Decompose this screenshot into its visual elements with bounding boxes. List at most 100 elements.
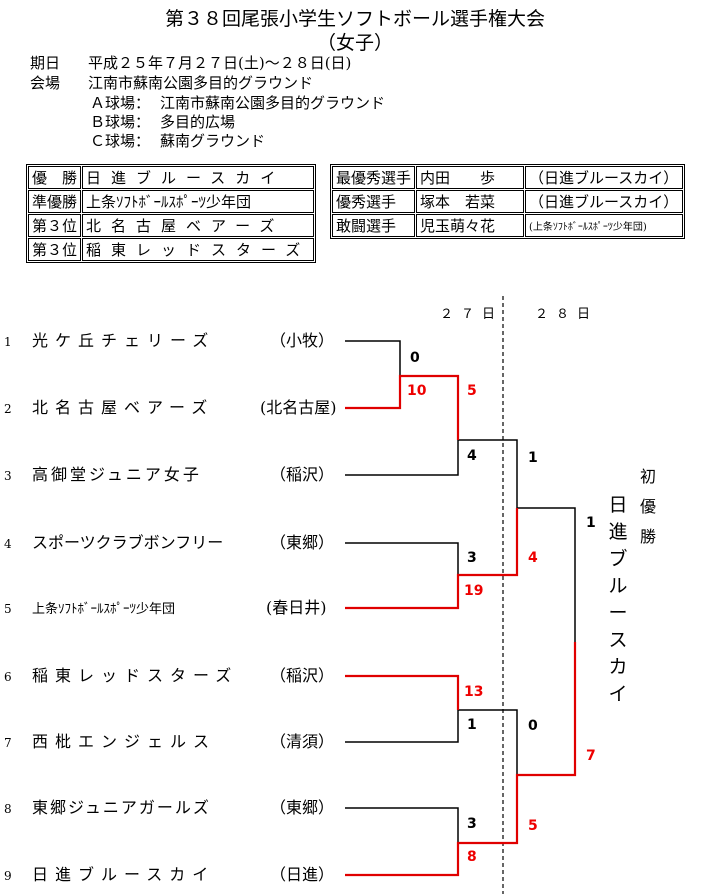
team-name: 上条ｿﾌﾄﾎﾞｰﾙｽﾎﾟｰﾂ少年団 [32,602,176,617]
venue-value: 江南市蘇南公園多目的グラウンド [88,74,314,92]
score-g3-bottom: 19 [464,583,484,599]
line-team-1 [345,340,401,376]
score-g1-bottom: 10 [407,383,427,399]
champion-name: 日進ブルースカイ [608,494,628,705]
score-semi1-bottom: 4 [528,550,538,566]
line-team-2 [345,374,460,440]
champion-heading: 初優勝 [639,467,656,546]
result-row: 第３位 北名古屋ベアーズ [28,214,315,237]
award-title-cell: 敢闘選手 [332,214,416,237]
award-team-cell: （日進ブルースカイ） [525,166,684,189]
rank-cell: 第３位 [28,238,82,261]
team-region: (北名古屋) [260,398,337,417]
team-row-2: 2 北名古屋ベアーズ (北名古屋) [4,397,337,419]
award-team-cell: (上条ｿﾌﾄﾎﾞｰﾙｽﾎﾟｰﾂ少年団) [525,214,684,237]
team-cell: 日進ブルースカイ [82,166,315,189]
score-g5-bottom: 8 [467,849,477,865]
result-row: 準優勝 上条ｿﾌﾄﾎﾞｰﾙｽﾎﾟｰﾂ少年団 [28,190,315,213]
team-row-9: 9 日進ブルースカイ （日進） [4,864,334,886]
score-g5-top: 3 [467,816,477,832]
team-region: （稲沢） [270,666,335,685]
team-name: 西枇エンジェルス [32,732,217,751]
team-number: 9 [4,869,12,883]
line-team-5 [345,508,519,610]
team-name: 東郷ジュニアガールズ [32,798,211,817]
venue-label: 会場 [30,74,61,92]
team-name: 日進ブルースカイ [32,865,216,884]
award-row: 最優秀選手 内田 歩 （日進ブルースカイ） [332,166,684,189]
team-region: （稲沢） [270,465,335,484]
result-row: 優 勝 日進ブルースカイ [28,166,315,189]
line-team-6 [345,674,460,710]
field-b-label: Ｂ球場： [90,113,151,131]
team-name: 稲東レッドスターズ [32,666,239,685]
score-g4-bottom: 1 [467,717,477,733]
team-cell: 北名古屋ベアーズ [82,214,315,237]
award-row: 敢闘選手 児玉萌々花 (上条ｿﾌﾄﾎﾞｰﾙｽﾎﾟｰﾂ少年団) [332,214,684,237]
rank-cell: 優 勝 [28,166,82,189]
team-number: 3 [4,469,12,483]
day-label-27: ２７日 [440,307,504,322]
team-name: スポーツクラブボンフリー [32,533,224,552]
results-table: 優 勝 日進ブルースカイ 準優勝 上条ｿﾌﾄﾎﾞｰﾙｽﾎﾟｰﾂ少年団 第３位 北… [26,164,317,263]
page-title: 第３８回尾張小学生ソフトボール選手権大会 [164,8,545,30]
team-number: 5 [4,602,12,616]
team-row-8: 8 東郷ジュニアガールズ （東郷） [4,797,334,819]
team-region: （清須） [270,732,335,751]
team-name: 高御堂ジュニア女子 [32,465,202,484]
rank-cell: 第３位 [28,214,82,237]
score-final-top: 1 [586,515,596,531]
team-number: 6 [4,670,12,684]
page-subtitle: （女子） [316,32,393,54]
line-team-3 [345,440,459,476]
period-label: 期日 [30,54,61,72]
line-semi1-loser [458,439,518,508]
result-row: 第３位 稲東レッドスターズ [28,238,315,261]
team-region: （東郷） [270,533,335,552]
awards-table: 最優秀選手 内田 歩 （日進ブルースカイ） 優秀選手 塚本 若菜 （日進ブルース… [330,164,686,239]
score-g2-bottom: 4 [467,448,477,464]
score-g1-top: 0 [410,350,420,366]
line-team-4 [345,542,459,575]
day-label-28: ２８日 [535,307,599,322]
winner-lines [345,374,577,877]
team-number: 7 [4,736,12,750]
award-player-cell: 内田 歩 [416,166,525,189]
team-row-7: 7 西枇エンジェルス （清須） [4,731,334,753]
award-row: 優秀選手 塚本 若菜 （日進ブルースカイ） [332,190,684,213]
line-team-9 [345,642,577,877]
team-number: 2 [4,402,12,416]
field-a-label: Ａ球場： [90,94,151,112]
score-g4-top: 13 [464,684,484,700]
award-title-cell: 最優秀選手 [332,166,416,189]
team-name: 北名古屋ベアーズ [32,398,215,417]
line-final-loser [517,507,576,642]
field-c-value: 蘇南グラウンド [160,132,266,150]
line-team-7 [345,710,459,743]
team-region: （日進） [270,865,335,884]
score-g3-top: 3 [467,550,477,566]
period-value: 平成２５年７月２７日(土)～２８日(日) [88,54,352,72]
score-semi1-top: 1 [528,450,538,466]
team-row-3: 3 高御堂ジュニア女子 （稲沢） [4,464,334,486]
loser-lines [345,340,576,843]
score-final-bottom: 7 [586,748,596,764]
team-name: 光ケ丘チェリーズ [32,331,216,350]
team-region: （東郷） [270,798,335,817]
score-g2-top: 5 [467,383,477,399]
team-cell: 稲東レッドスターズ [82,238,315,261]
field-c-label: Ｃ球場： [90,132,151,150]
award-team-cell: （日進ブルースカイ） [525,190,684,213]
team-number: 8 [4,802,12,816]
score-semi2-bottom: 5 [528,818,538,834]
line-team-8 [345,807,459,843]
team-number: 1 [4,335,12,349]
award-player-cell: 塚本 若菜 [416,190,525,213]
team-cell: 上条ｿﾌﾄﾎﾞｰﾙｽﾎﾟｰﾂ少年団 [82,190,315,213]
line-semi2-loser [458,709,518,775]
team-row-6: 6 稲東レッドスターズ （稲沢） [4,665,334,687]
